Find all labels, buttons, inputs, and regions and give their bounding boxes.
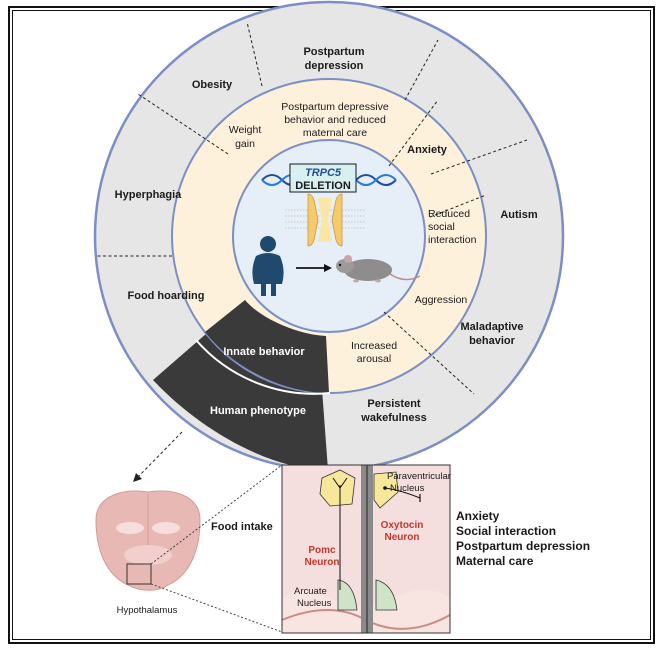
- label-postpartum-depression-1: Postpartum: [303, 46, 364, 58]
- hypothalamus-panel: [282, 465, 450, 633]
- label-food-hoarding: Food hoarding: [128, 290, 205, 302]
- human-icon: [252, 236, 284, 296]
- label-innate-behavior: Innate behavior: [223, 346, 305, 358]
- label-reduced-social-2: social: [428, 221, 455, 233]
- outcome-maternal-care: Maternal care: [456, 554, 534, 568]
- zoom-lines: [150, 464, 283, 633]
- label-maladaptive-1: Maladaptive: [461, 321, 524, 333]
- label-hyperphagia: Hyperphagia: [115, 189, 183, 201]
- label-ppd-behavior-2: behavior and reduced: [284, 114, 386, 126]
- label-autism: Autism: [500, 209, 538, 221]
- mouse-icon: [336, 255, 421, 283]
- arrow-icon: [296, 264, 332, 272]
- label-aggression: Aggression: [415, 294, 468, 306]
- label-maladaptive-2: behavior: [469, 335, 516, 347]
- connector-arrow: [133, 431, 183, 482]
- label-pomc-2: Neuron: [305, 557, 340, 568]
- ion-channel-icon: [285, 193, 365, 247]
- label-ppd-behavior-3: maternal care: [303, 127, 367, 139]
- hypothalamus-box: [126, 563, 152, 585]
- label-persistent-2: wakefulness: [360, 412, 426, 424]
- label-arcuate-1: Arcuate: [294, 586, 327, 597]
- outer-dividers: [96, 21, 528, 395]
- label-pomc-1: Pomc: [308, 545, 336, 556]
- trpc5-label-box: [289, 163, 357, 193]
- label-weight-gain-2: gain: [235, 138, 255, 150]
- label-oxytocin-1: Oxytocin: [381, 520, 424, 531]
- label-ppd-behavior-1: Postpartum depressive: [281, 101, 389, 113]
- brain-icon: [95, 490, 201, 591]
- label-pvn-1: Paraventricular: [387, 471, 451, 482]
- label-anxiety: Anxiety: [407, 144, 448, 156]
- label-oxytocin-2: Neuron: [385, 532, 420, 543]
- outcome-postpartum-depression: Postpartum depression: [456, 539, 590, 553]
- label-arcuate-2: Nucleus: [297, 598, 332, 609]
- label-pvn-2: Nucleus: [390, 483, 425, 494]
- deletion-label: DELETION: [295, 180, 351, 192]
- label-hypothalamus: Hypothalamus: [117, 605, 178, 616]
- label-persistent-1: Persistent: [367, 398, 421, 410]
- label-reduced-social-1: Reduced: [428, 208, 470, 220]
- label-increased-arousal-2: arousal: [357, 353, 391, 365]
- gene-name: TRPC5: [305, 167, 342, 179]
- label-weight-gain-1: Weight: [229, 124, 262, 136]
- hypothalamus-panel-border: [281, 464, 451, 634]
- outcome-anxiety: Anxiety: [456, 509, 500, 523]
- innate-boundary-arc: [195, 339, 331, 395]
- outcome-social-interaction: Social interaction: [456, 524, 556, 538]
- label-postpartum-depression-2: depression: [305, 60, 364, 72]
- label-reduced-social-3: interaction: [428, 234, 477, 246]
- label-obesity: Obesity: [192, 79, 233, 91]
- label-food-intake: Food intake: [211, 521, 273, 533]
- label-human-phenotype: Human phenotype: [210, 405, 306, 417]
- dark-sector-inner: [205, 300, 329, 393]
- label-increased-arousal-1: Increased: [351, 340, 397, 352]
